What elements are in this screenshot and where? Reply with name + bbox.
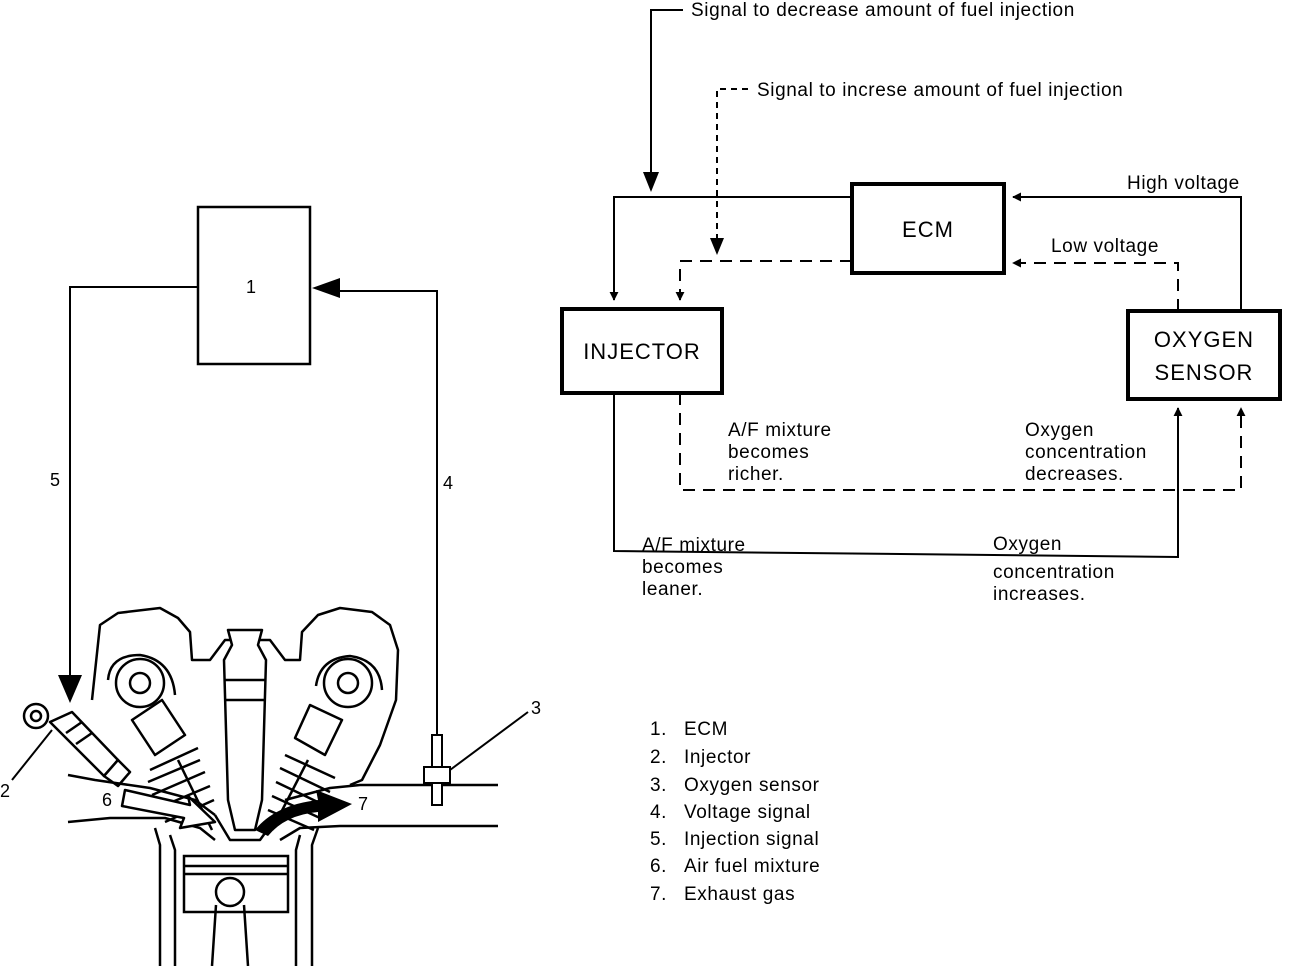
o2-decrease-label-2: concentration xyxy=(1025,442,1147,463)
decrease-signal-leader xyxy=(650,9,683,185)
exhaust-gas-arrow xyxy=(255,790,352,836)
voltage-signal-arrowhead xyxy=(312,278,340,298)
callout-3-leader xyxy=(449,711,529,771)
connecting-rod xyxy=(210,904,250,966)
callout-2-leader xyxy=(11,729,53,781)
leaner-label-1: A/F mixture xyxy=(642,535,746,556)
legend-num-3: 3. xyxy=(650,775,667,796)
injection-signal-arrowhead xyxy=(58,675,82,703)
leaner-label-2: becomes xyxy=(642,557,723,578)
ecm-to-injector-increase-line xyxy=(675,260,852,301)
legend-text-6: Air fuel mixture xyxy=(684,856,820,877)
intake-valve-spring xyxy=(147,746,215,824)
oxygen-sensor-box-label-2: SENSOR xyxy=(1155,360,1254,385)
injector-box-label: INJECTOR xyxy=(583,339,701,364)
ecm-box-label: ECM xyxy=(902,217,954,242)
o2-sensor-hex xyxy=(423,766,451,784)
richer-label-2: becomes xyxy=(728,442,809,463)
cylinder-wall-left xyxy=(153,827,177,966)
leaner-path-line xyxy=(613,393,1183,559)
oxygen-sensor-probe xyxy=(423,734,451,806)
legend-num-7: 7. xyxy=(650,884,667,905)
exhaust-cam-hub xyxy=(336,671,360,695)
ecm-to-injector-decrease-line xyxy=(609,196,852,301)
callout-1: 1 xyxy=(246,277,256,297)
injection-signal-line xyxy=(69,286,198,695)
cylinder-head xyxy=(90,606,400,787)
low-voltage-label: Low voltage xyxy=(1051,236,1159,257)
oxygen-sensor-box xyxy=(1126,309,1282,401)
legend-num-1: 1. xyxy=(650,719,667,740)
leaner-label-3: leaner. xyxy=(642,579,703,600)
callout-3: 3 xyxy=(531,698,541,718)
increase-signal-arrowhead xyxy=(710,238,724,255)
low-voltage-line xyxy=(1012,258,1179,311)
o2-decrease-label-3: decreases. xyxy=(1025,464,1124,485)
increase-signal-leader xyxy=(716,88,748,238)
injector-rib-2 xyxy=(75,731,93,746)
richer-label-3: richer. xyxy=(728,464,784,485)
legend-text-7: Exhaust gas xyxy=(684,884,795,905)
o2-decrease-label-1: Oxygen xyxy=(1025,420,1094,441)
richer-label-1: A/F mixture xyxy=(728,420,832,441)
legend-num-4: 4. xyxy=(650,802,667,823)
callout-4: 4 xyxy=(443,473,453,493)
injector-box xyxy=(560,307,724,395)
intake-cam xyxy=(114,657,166,709)
legend-text-4: Voltage signal xyxy=(684,802,811,823)
voltage-signal-line xyxy=(326,290,438,735)
oxygen-sensor-box-label-1: OXYGEN xyxy=(1154,327,1254,352)
feedback-flow-diagram: Signal to decrease amount of fuel inject… xyxy=(560,0,1282,605)
injector-body xyxy=(48,710,120,778)
callout-6: 6 xyxy=(102,790,112,810)
injector-connector-ring xyxy=(22,702,50,730)
o2-increase-label-2: concentration xyxy=(993,562,1115,583)
exhaust-cam-lobe xyxy=(314,654,384,691)
o2-sensor-wire xyxy=(431,734,443,768)
legend-text-3: Oxygen sensor xyxy=(684,775,820,796)
exhaust-port-upper xyxy=(284,783,498,802)
exhaust-port-lower xyxy=(279,824,498,842)
decrease-signal-arrowhead xyxy=(643,172,659,192)
injector-connector-hole xyxy=(29,709,43,723)
injector-rib-1 xyxy=(65,720,83,735)
legend: 1. ECM 2. Injector 3. Oxygen sensor 4. V… xyxy=(650,719,820,905)
legend-text-2: Injector xyxy=(684,747,751,768)
intake-cam-hub xyxy=(128,671,152,695)
callout-7: 7 xyxy=(358,794,368,814)
intake-port-lower xyxy=(67,816,216,841)
ecm-unit-box xyxy=(196,205,312,366)
o2-increase-label-3: increases. xyxy=(993,584,1086,605)
legend-text-5: Injection signal xyxy=(684,829,819,850)
piston-pin xyxy=(214,876,246,908)
engine-diagram: 1 5 4 xyxy=(0,205,541,966)
exhaust-valve-spring xyxy=(267,753,336,832)
legend-text-1: ECM xyxy=(684,719,728,740)
o2-sensor-tip xyxy=(431,782,443,806)
legend-num-2: 2. xyxy=(650,747,667,768)
exhaust-valve-bucket xyxy=(293,703,344,757)
exhaust-cam xyxy=(322,657,374,709)
high-voltage-line xyxy=(1012,192,1242,311)
o2-increase-label-1: Oxygen xyxy=(993,534,1062,555)
callout-5: 5 xyxy=(50,470,60,490)
legend-num-6: 6. xyxy=(650,856,667,877)
spark-plug xyxy=(222,628,268,832)
intake-port-upper xyxy=(67,773,216,816)
ecm-box xyxy=(850,182,1006,275)
cylinder-wall-right xyxy=(294,827,320,966)
air-fuel-mixture-arrow xyxy=(120,788,217,830)
signal-increase-label: Signal to increse amount of fuel injecti… xyxy=(757,80,1123,101)
callout-2: 2 xyxy=(0,781,10,801)
intake-cam-lobe xyxy=(106,653,177,696)
signal-decrease-label: Signal to decrease amount of fuel inject… xyxy=(691,0,1075,21)
intake-valve-bucket xyxy=(130,698,187,757)
high-voltage-label: High voltage xyxy=(1127,173,1240,194)
richer-path-line xyxy=(679,393,1246,491)
legend-num-5: 5. xyxy=(650,829,667,850)
